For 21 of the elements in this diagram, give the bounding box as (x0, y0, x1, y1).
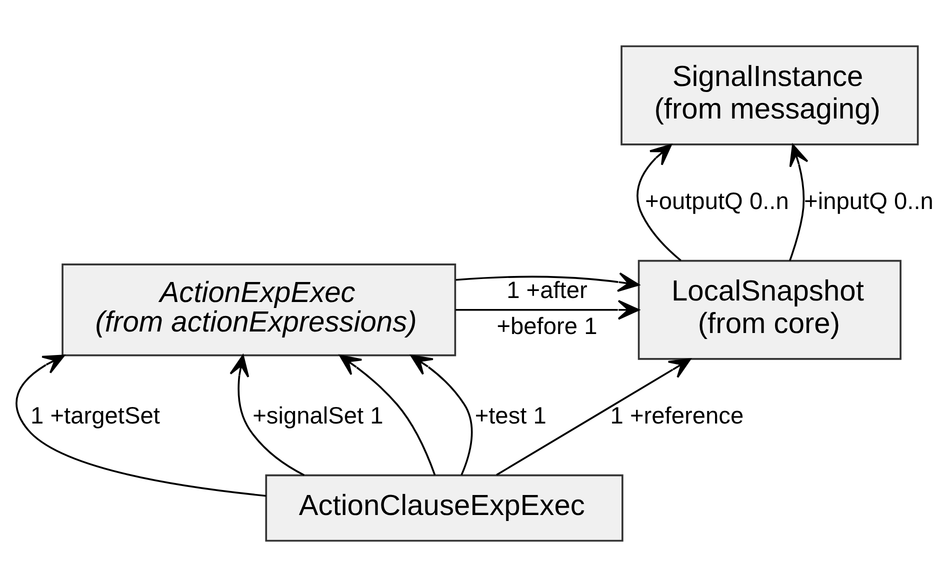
arrow (496, 358, 692, 476)
arrow (230, 354, 305, 476)
arrow (410, 354, 473, 476)
arrow (636, 144, 682, 262)
arrow (339, 354, 436, 476)
edge-label: +inputQ 0..n (804, 188, 934, 215)
edge-label: 1 +targetSet (30, 403, 160, 430)
edge-label: 1 +after (506, 278, 588, 304)
arrow (456, 272, 640, 292)
edge-label: +outputQ 0..n (645, 188, 789, 215)
arrow (16, 354, 266, 497)
edge-label: +signalSet 1 (252, 403, 384, 430)
node-box: ActionClauseExpExec (265, 474, 624, 542)
node-box: ActionExpExec (from actionExpressions) (62, 264, 456, 356)
arrow (456, 300, 640, 320)
node-box: SignalInstance (from messaging) (620, 45, 919, 146)
edge-label: +test 1 (474, 403, 546, 430)
edge-label: +before 1 (496, 314, 598, 340)
edge-label: 1 +reference (610, 403, 744, 430)
node-box: LocalSnapshot (from core) (638, 260, 902, 360)
arrow (788, 144, 808, 262)
